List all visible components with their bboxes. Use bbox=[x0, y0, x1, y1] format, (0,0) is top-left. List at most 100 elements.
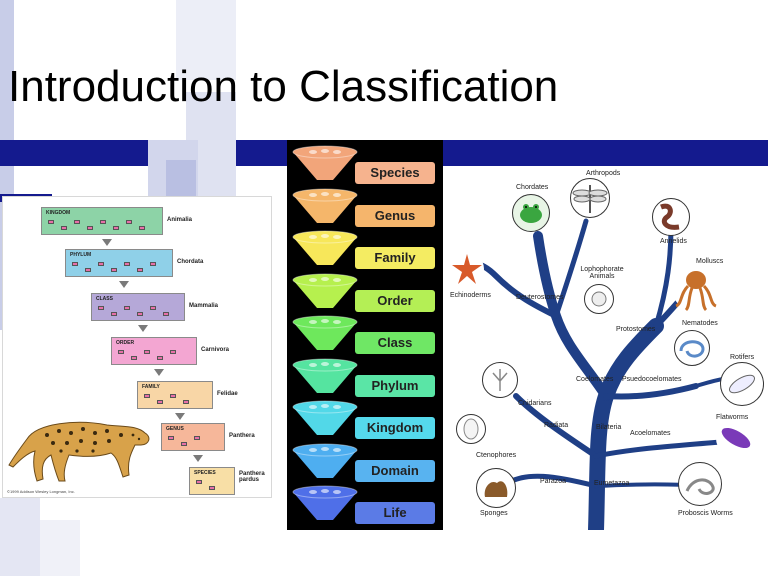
rank-member bbox=[163, 312, 169, 316]
rank-box-class: CLASS bbox=[91, 293, 185, 321]
rank-member bbox=[150, 262, 156, 266]
rank-name-order: Carnivora bbox=[201, 347, 230, 353]
slide-title: Introduction to Classification bbox=[8, 62, 559, 111]
tree-label-ctenophores: Ctenophores bbox=[476, 452, 517, 459]
tree-branch bbox=[593, 438, 734, 459]
funnel-label-kingdom: Kingdom bbox=[355, 417, 435, 439]
tree-label-molluscs: Molluscs bbox=[696, 258, 724, 265]
rank-box-genus: GENUS bbox=[161, 423, 225, 451]
decor-square bbox=[166, 160, 196, 196]
rank-member bbox=[144, 394, 150, 398]
rank-title: GENUS bbox=[166, 426, 184, 432]
sponge-icon bbox=[476, 468, 516, 508]
tree-label-protostomes: Protostomes bbox=[616, 326, 656, 333]
rank-member bbox=[157, 400, 163, 404]
rank-member bbox=[196, 480, 202, 484]
funnel-stage-phylum bbox=[292, 358, 358, 393]
rank-member bbox=[181, 442, 187, 446]
rank-title: SPECIES bbox=[194, 470, 216, 476]
rank-box-order: ORDER bbox=[111, 337, 197, 365]
rank-member bbox=[139, 226, 145, 230]
tree-branch bbox=[513, 393, 599, 459]
rank-member bbox=[126, 220, 132, 224]
funnel-stage-order bbox=[292, 273, 358, 308]
rank-member bbox=[144, 350, 150, 354]
rank-member bbox=[124, 306, 130, 310]
ctenophore-icon bbox=[456, 414, 486, 444]
tree-label-sponges: Sponges bbox=[480, 510, 508, 517]
copyright-note: ©1999 Addison Wesley Longman, Inc. bbox=[7, 489, 75, 494]
rank-member bbox=[170, 394, 176, 398]
tree-label-pseudocoelomates: Psuedocoelomates bbox=[622, 376, 682, 383]
funnel-label-phylum: Phylum bbox=[355, 374, 435, 397]
rank-box-phylum: PHYLUM bbox=[65, 249, 173, 277]
leopard-illustration bbox=[8, 421, 150, 482]
funnel-label-order: Order bbox=[355, 289, 435, 312]
flow-arrow-icon bbox=[119, 281, 129, 288]
rank-member bbox=[137, 268, 143, 272]
flow-arrow-icon bbox=[138, 325, 148, 332]
rank-member bbox=[168, 436, 174, 440]
tree-label-nematodes: Nematodes bbox=[682, 320, 718, 327]
rank-member bbox=[72, 262, 78, 266]
funnel-label-genus: Genus bbox=[355, 204, 435, 227]
tree-label-annelids: Annelids bbox=[660, 238, 687, 245]
rank-box-kingdom: KINGDOM bbox=[41, 207, 163, 235]
rank-box-species: SPECIES bbox=[189, 467, 235, 495]
tree-label-bilateria: Bilateria bbox=[596, 424, 622, 431]
rank-member bbox=[118, 350, 124, 354]
dragonfly-icon bbox=[570, 178, 610, 218]
rank-member bbox=[61, 226, 67, 230]
tree-label-deuterostomes: Deuterostomes bbox=[516, 294, 564, 301]
rank-name-family: Felidae bbox=[217, 391, 238, 397]
funnel-stage-kingdom bbox=[292, 400, 358, 435]
funnel-label-class: Class bbox=[355, 332, 435, 354]
rank-title: CLASS bbox=[96, 296, 113, 302]
rank-member bbox=[111, 312, 117, 316]
tree-label-coelomates: Coelomates bbox=[576, 376, 614, 383]
rank-member bbox=[131, 356, 137, 360]
rank-member bbox=[111, 268, 117, 272]
rank-member bbox=[157, 356, 163, 360]
rank-title: PHYLUM bbox=[70, 252, 92, 258]
funnel-label-life: Life bbox=[355, 502, 435, 524]
tree-label-radiata: Radiata bbox=[544, 422, 569, 429]
funnel-label-species: Species bbox=[355, 162, 435, 184]
tree-label-lophophorate: Lophophorate Animals bbox=[580, 266, 624, 280]
tree-label-flatworms: Flatworms bbox=[716, 414, 749, 421]
frog-icon bbox=[512, 194, 550, 232]
decor-square bbox=[176, 0, 236, 80]
funnel-stage-life bbox=[292, 485, 358, 520]
rank-member bbox=[98, 306, 104, 310]
rank-name-species: Panthera pardus bbox=[239, 471, 265, 483]
flow-arrow-icon bbox=[102, 239, 112, 246]
decor-square bbox=[0, 498, 40, 576]
rank-title: KINGDOM bbox=[46, 210, 71, 216]
proboscis-worm-icon bbox=[678, 462, 722, 506]
tree-label-acoelomates: Acoelomates bbox=[630, 430, 671, 437]
rank-name-class: Mammalia bbox=[189, 303, 219, 309]
rank-name-genus: Panthera bbox=[229, 433, 255, 439]
tree-label-arthropods: Arthropods bbox=[586, 170, 621, 177]
tree-label-proboscis-worms: Proboscis Worms bbox=[678, 510, 733, 517]
funnel-stage-family bbox=[292, 230, 358, 265]
funnel-stage-domain bbox=[292, 443, 358, 478]
rank-member bbox=[170, 350, 176, 354]
rank-member bbox=[209, 486, 215, 490]
rank-member bbox=[98, 262, 104, 266]
funnel-stage-species bbox=[292, 145, 358, 180]
funnel-stage-genus bbox=[292, 188, 358, 223]
lophophorate-icon bbox=[584, 284, 614, 314]
rank-name-phylum: Chordata bbox=[177, 259, 204, 265]
funnel-label-family: Family bbox=[355, 247, 435, 269]
rotifer-icon bbox=[720, 362, 764, 406]
nematode-icon bbox=[674, 330, 710, 366]
tree-label-parazoa: Parazoa bbox=[540, 478, 567, 485]
rank-member bbox=[87, 226, 93, 230]
rank-member bbox=[183, 400, 189, 404]
flow-arrow-icon bbox=[175, 413, 185, 420]
rank-member bbox=[48, 220, 54, 224]
rank-member bbox=[137, 312, 143, 316]
